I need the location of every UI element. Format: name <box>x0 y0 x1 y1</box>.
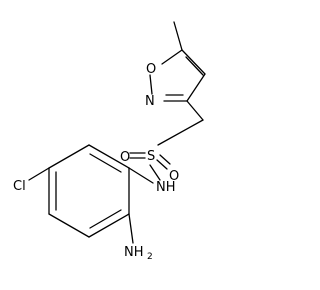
benzene-bond-1 <box>88 144 130 169</box>
bond-ch2-s <box>157 119 204 146</box>
bond-c-nh2 <box>128 213 134 244</box>
ring-bond-c5-c4-double <box>185 56 204 76</box>
bond-s-nh <box>149 164 161 181</box>
bond-s-o-right-2 <box>156 159 168 170</box>
bond-c3-ch2 <box>186 100 204 121</box>
atom-amine: NH <box>124 245 144 260</box>
atom-sulfur: S <box>147 149 155 164</box>
atom-sulfonyl-oxygen-left: O <box>120 150 130 165</box>
ring-bond-n-o <box>149 74 153 95</box>
atom-sulfonyl-oxygen-right: O <box>169 169 179 184</box>
benzene-inner-bond-1 <box>89 153 122 173</box>
atom-amide-nh: NH <box>156 180 176 195</box>
ring-bond-c5-o <box>161 49 183 65</box>
methyl-bond <box>173 21 183 51</box>
atom-ring-oxygen: O <box>146 62 156 77</box>
atom-amine-subscript: 2 <box>147 252 153 262</box>
benzene-inner-bond-3 <box>89 209 122 229</box>
ring-bond-c5-c4 <box>181 49 206 75</box>
atom-chlorine: Cl <box>13 179 26 194</box>
atom-ring-nitrogen: N <box>145 94 155 109</box>
benzene-bond-4 <box>48 213 90 238</box>
bond-c-cl <box>28 167 50 181</box>
ring-bond-c4-c3 <box>186 73 206 102</box>
bond-s-o-right-1 <box>159 154 171 165</box>
benzene-bond-5 <box>88 213 130 238</box>
molecule-structure: O N S O O NH Cl NH 2 <box>13 21 206 262</box>
bond-nh-aryl <box>128 167 154 184</box>
benzene-bond-2 <box>48 144 90 169</box>
